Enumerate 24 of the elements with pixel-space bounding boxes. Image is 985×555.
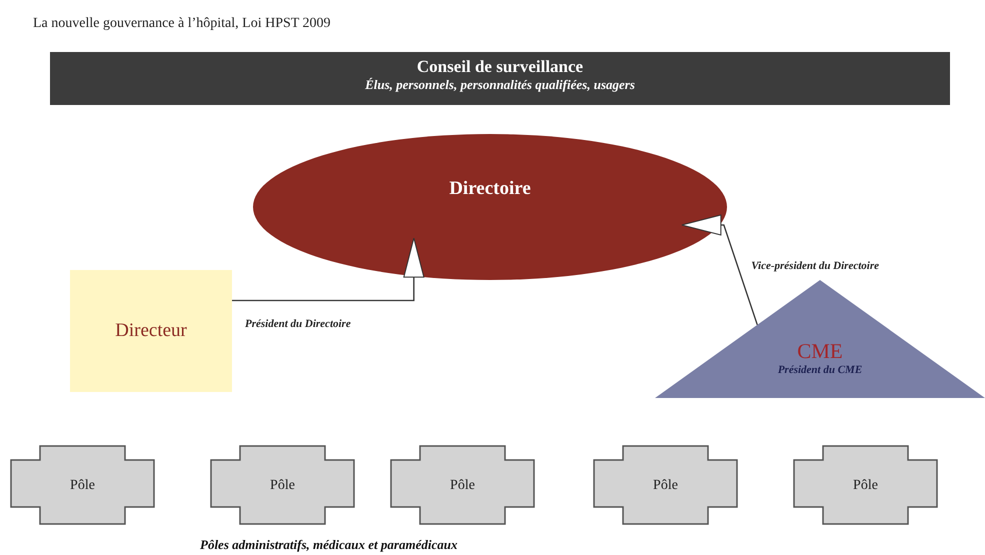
pole-shape: [593, 445, 738, 525]
node-label: Directoire: [448, 177, 532, 201]
pole-shape: [390, 445, 535, 525]
node-label: Pôle: [450, 476, 475, 494]
group-caption: Pôles administratifs, médicaux et paramédicaux: [200, 536, 458, 554]
cme-triangle: [655, 280, 985, 398]
node-label: Pôle: [70, 476, 95, 494]
pole-shape: [210, 445, 355, 525]
pole-shape: [10, 445, 155, 525]
node-subtitle: Président du CME: [778, 364, 862, 378]
pole-shape: [793, 445, 938, 525]
connector-arrow: [681, 214, 758, 326]
directorate-ellipse: [252, 133, 728, 281]
node-label: CME: [797, 338, 843, 364]
council-band: [50, 52, 950, 105]
connector-arrow: [232, 238, 424, 302]
title: La nouvelle gouvernance à l’hôpital, Loi HPST 2009: [33, 15, 331, 33]
subheading: Élus, personnels, personnalités qualifiées, usagers: [365, 77, 635, 94]
node-label: Directeur: [115, 318, 187, 343]
node-label: Pôle: [270, 476, 295, 494]
node-label: Pôle: [853, 476, 878, 494]
node-label: Pôle: [653, 476, 678, 494]
director-box: [70, 270, 232, 392]
heading: Conseil de surveillance: [416, 56, 584, 78]
